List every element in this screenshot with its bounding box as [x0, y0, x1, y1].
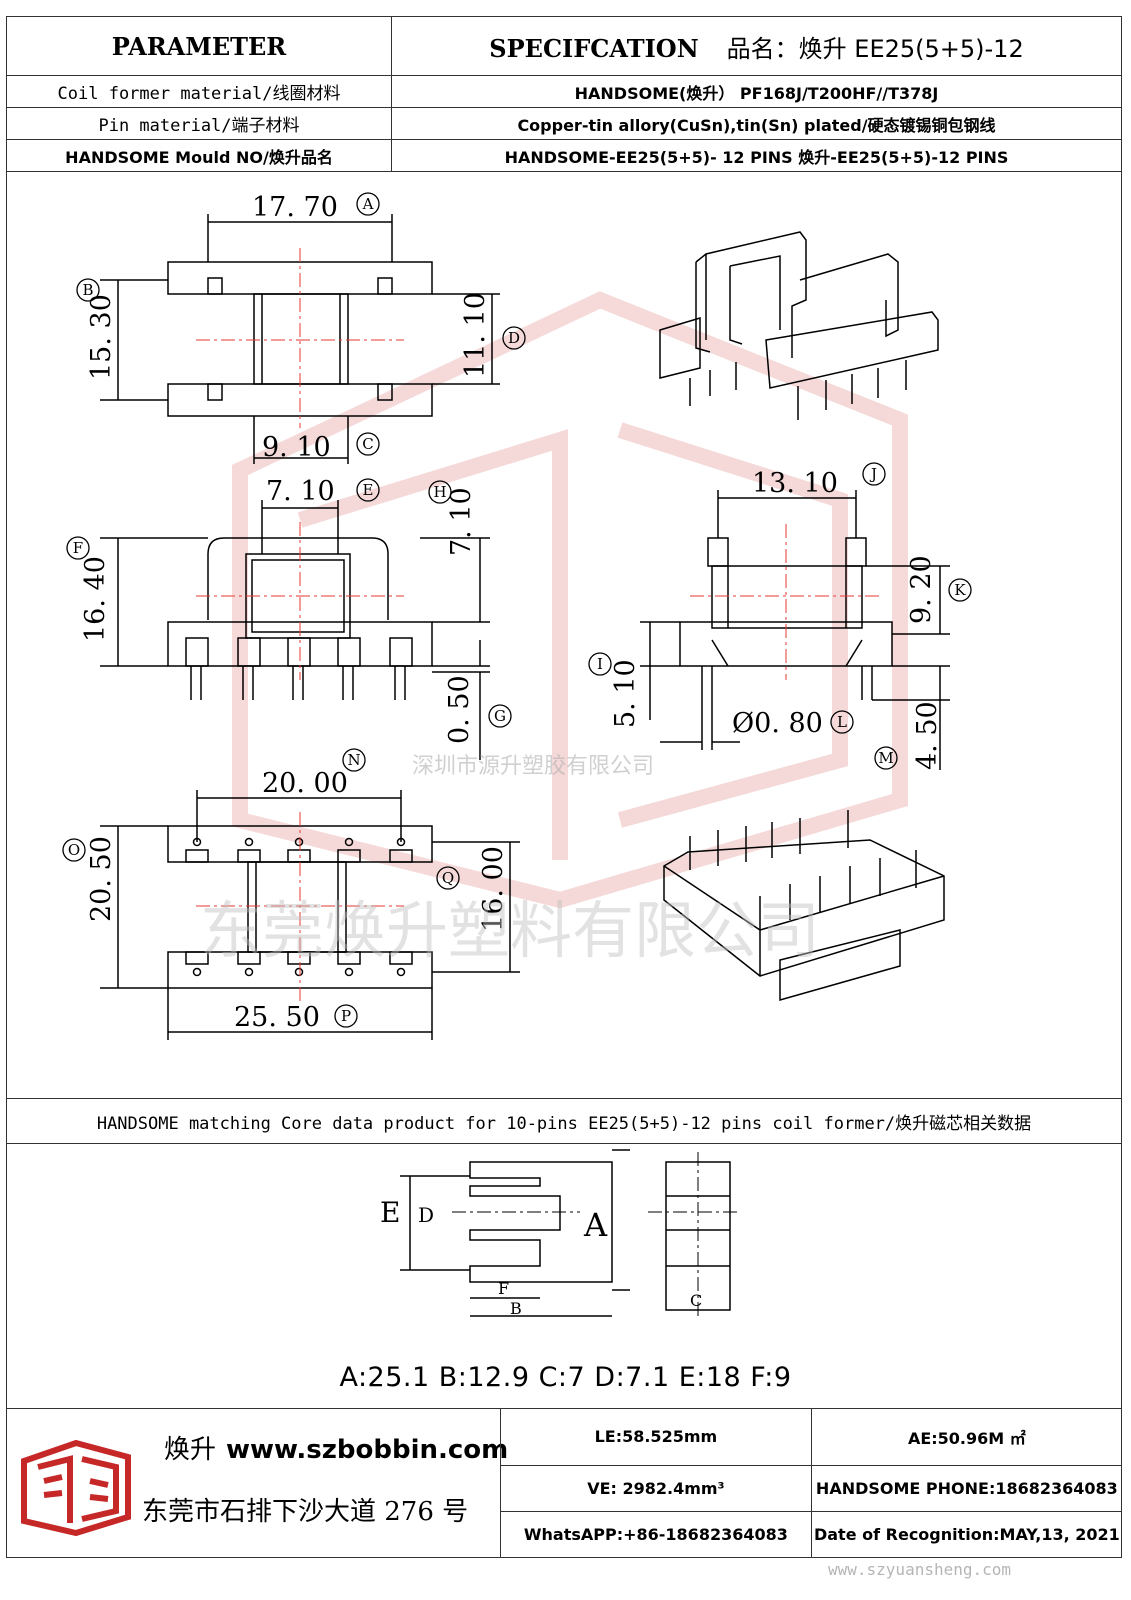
label-l: L [830, 710, 854, 734]
svg-text:J: J [869, 465, 877, 483]
watermark-url: www.szyuansheng.com [828, 1560, 1012, 1579]
spec-header-table: PARAMETER SPECIFCATION 品名：焕升 EE25(5+5)-12… [6, 16, 1122, 172]
pin-material-label: Pin material/端子材料 [6, 107, 392, 140]
coil-material-label: Coil former material/线圈材料 [6, 75, 392, 108]
label-i: I [588, 652, 612, 676]
label-h: H [428, 480, 452, 504]
svg-text:L: L [837, 713, 847, 731]
center-lines [196, 248, 880, 1004]
dim-j-value: 13. 10 [752, 468, 838, 499]
dim-d-value: 11. 10 [460, 292, 491, 378]
dim-m-value: 4. 50 [912, 701, 943, 770]
dim-n-value: 20. 00 [262, 768, 348, 799]
dim-f-value: 16. 40 [80, 556, 111, 642]
svg-text:Q: Q [442, 869, 454, 887]
dim-h-value: 7. 10 [446, 487, 477, 556]
svg-text:C: C [362, 435, 373, 453]
brand-line: 焕升 www.szbobbin.com [164, 1429, 508, 1466]
label-g: G [488, 704, 512, 728]
specification-heading: SPECIFCATION 品名：焕升 EE25(5+5)-12 [391, 16, 1122, 76]
label-n: N [342, 748, 366, 772]
dim-b-value: 15. 30 [86, 294, 117, 380]
label-c: C [356, 432, 380, 456]
svg-text:G: G [494, 707, 506, 725]
svg-text:F: F [73, 539, 83, 557]
dim-c-value: 9. 10 [262, 432, 331, 463]
parameter-heading: PARAMETER [6, 16, 392, 76]
core-label-f: F [498, 1279, 509, 1298]
product-name: 品名：焕升 EE25(5+5)-12 [726, 34, 1024, 63]
core-label-a: A [583, 1206, 608, 1244]
label-q: Q [436, 866, 460, 890]
svg-text:P: P [341, 1007, 351, 1025]
svg-text:A: A [362, 195, 374, 213]
watermark-company-large: 东莞焕升塑料有限公司 [200, 894, 821, 967]
dim-l-value: Ø0. 80 [732, 708, 823, 739]
svg-text:M: M [878, 749, 893, 767]
ae-value: AE:50.96M ㎡ [810, 1409, 1122, 1466]
dim-q-value: 16. 00 [478, 846, 509, 932]
svg-text:D: D [508, 329, 520, 347]
front-view [100, 500, 490, 760]
label-p: P [334, 1004, 358, 1028]
svg-text:B: B [82, 281, 93, 299]
ve-value: VE: 2982.4mm³ [500, 1465, 812, 1513]
brand-cn: 焕升 [164, 1435, 217, 1465]
label-k: K [948, 578, 972, 602]
label-e: E [356, 478, 380, 502]
core-label-b: B [510, 1299, 522, 1318]
website-link[interactable]: www.szbobbin.com [226, 1435, 509, 1465]
svg-text:I: I [597, 655, 603, 673]
label-b: B [76, 278, 100, 302]
side-view [640, 490, 950, 770]
core-front-view [400, 1149, 630, 1317]
dim-k-value: 9. 20 [906, 555, 937, 624]
coil-material-value: HANDSOME(焕升） PF168J/T200HF//T378J [391, 75, 1122, 108]
dim-i-value: 5. 10 [610, 659, 641, 728]
core-data-table: LE:58.525mm AE:50.96M ㎡ VE: 2982.4mm³ HA… [500, 1409, 1122, 1557]
watermark-company-small: 深圳市源升塑胶有限公司 [412, 754, 655, 779]
logo-watermark [232, 291, 908, 909]
mould-number-value: HANDSOME-EE25(5+5)- 12 PINS 焕升-EE25(5+5)… [391, 139, 1122, 172]
whatsapp-value: WhatsAPP:+86-18682364083 [500, 1511, 812, 1557]
core-label-e: E [380, 1196, 400, 1229]
svg-text:K: K [954, 581, 966, 599]
footer: 焕升 www.szbobbin.com 东莞市石排下沙大道 276 号 LE:58… [6, 1408, 1122, 1558]
svg-text:N: N [347, 751, 360, 769]
core-label-c: C [690, 1291, 702, 1310]
core-center-lines [452, 1152, 740, 1320]
svg-text:H: H [433, 483, 446, 501]
dim-g-value: 0. 50 [444, 675, 475, 744]
label-o: O [62, 838, 86, 862]
label-j: J [862, 462, 886, 486]
mould-number-label: HANDSOME Mould NO/焕升品名 [6, 139, 392, 172]
label-d: D [502, 326, 526, 350]
label-m: M [874, 746, 898, 770]
svg-text:E: E [363, 481, 374, 499]
dim-e-value: 7. 10 [266, 476, 335, 507]
core-values: A:25.1 B:12.9 C:7 D:7.1 E:18 F:9 [339, 1362, 792, 1393]
address: 东莞市石排下沙大道 276 号 [142, 1497, 469, 1527]
iso-view-top [659, 231, 939, 420]
le-value: LE:58.525mm [500, 1409, 812, 1466]
dim-o-value: 20. 50 [86, 836, 117, 922]
svg-text:O: O [68, 841, 80, 859]
dim-a-value: 17. 70 [252, 192, 338, 223]
core-section-title: HANDSOME matching Core data product for … [6, 1098, 1122, 1144]
core-label-d: D [418, 1203, 434, 1227]
specification-title: SPECIFCATION [489, 33, 699, 63]
handsome-logo [21, 1439, 131, 1537]
iso-view-bottom [663, 810, 945, 1001]
date-value: Date of Recognition:MAY,13, 2021 [810, 1511, 1122, 1557]
label-f: F [66, 536, 90, 560]
dim-p-value: 25. 50 [234, 1002, 320, 1033]
phone-value: HANDSOME PHONE:18682364083 [810, 1465, 1122, 1513]
label-a: A [356, 192, 380, 216]
